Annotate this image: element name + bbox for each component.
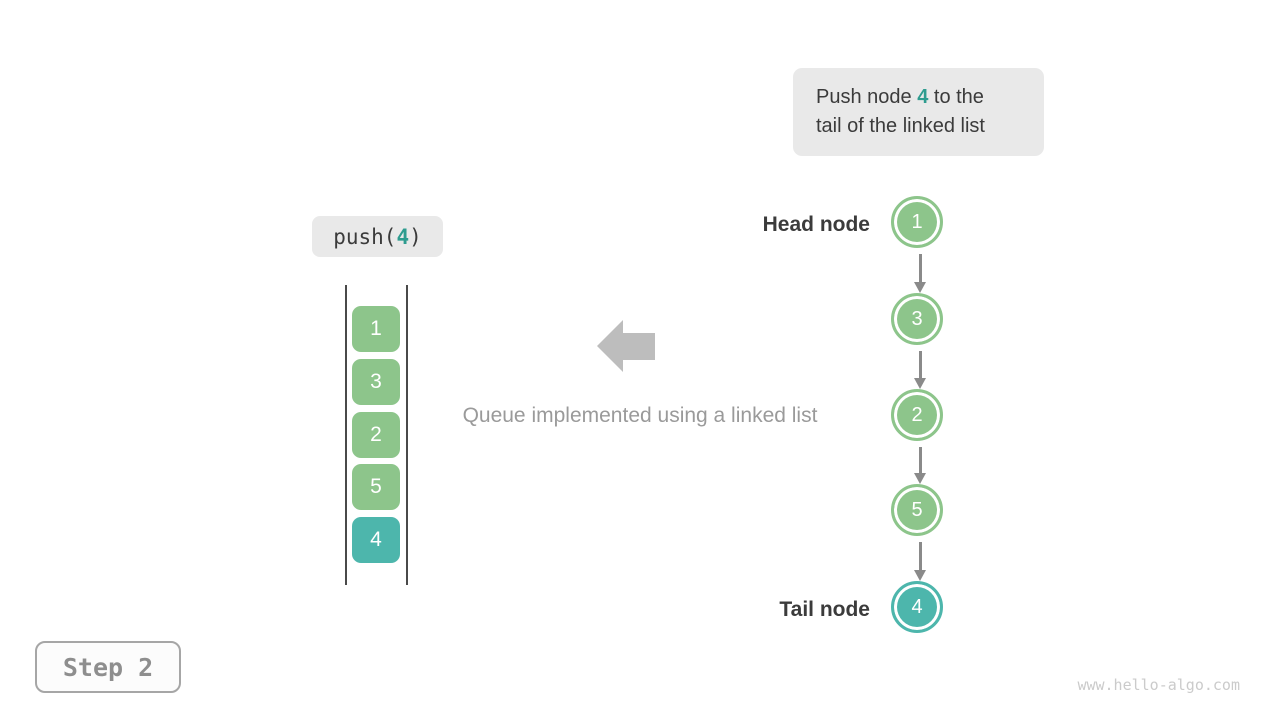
left-block-arrow-icon — [597, 320, 655, 372]
tooltip-text-line1-pre: Push node — [816, 86, 918, 108]
operation-badge: push(4) — [312, 216, 443, 257]
arrow-line — [918, 351, 922, 378]
queue-cell: 5 — [352, 464, 400, 510]
arrow-line — [918, 447, 922, 473]
tooltip-highlight-value: 4 — [917, 86, 929, 108]
arrow-line — [918, 542, 922, 570]
tooltip-text-line2: tail of the linked list — [816, 115, 985, 137]
diagram-caption: Queue implemented using a linked list — [462, 404, 818, 427]
watermark-text: www.hello-algo.com — [1077, 676, 1240, 694]
arrowhead — [914, 282, 926, 293]
operation-pre: push( — [333, 224, 397, 249]
down-arrow-icon — [913, 351, 927, 389]
queue-cell: 3 — [352, 359, 400, 405]
tooltip-callout: Push node 4 to the tail of the linked li… — [793, 68, 1044, 156]
queue-cell: 2 — [352, 412, 400, 458]
arrow-line — [918, 254, 922, 282]
tooltip-text-line1-post: to the — [928, 86, 984, 108]
tail-node-label: Tail node — [779, 598, 870, 621]
linked-list-node-tail: 4 — [891, 581, 943, 633]
queue-container-right-wall — [406, 285, 408, 585]
head-node-label: Head node — [762, 213, 870, 236]
arrowhead — [914, 570, 926, 581]
operation-arg: 4 — [396, 224, 410, 249]
linked-list-node: 5 — [891, 484, 943, 536]
down-arrow-icon — [913, 542, 927, 581]
operation-post: ) — [409, 224, 422, 249]
step-badge: Step 2 — [35, 641, 181, 693]
linked-list-node: 1 — [891, 196, 943, 248]
queue-container-left-wall — [345, 285, 347, 585]
queue-cell: 1 — [352, 306, 400, 352]
linked-list-node: 2 — [891, 389, 943, 441]
down-arrow-icon — [913, 447, 927, 484]
arrowhead — [914, 473, 926, 484]
queue-cell-pushed: 4 — [352, 517, 400, 563]
linked-list-node: 3 — [891, 293, 943, 345]
arrowhead — [914, 378, 926, 389]
down-arrow-icon — [913, 254, 927, 293]
